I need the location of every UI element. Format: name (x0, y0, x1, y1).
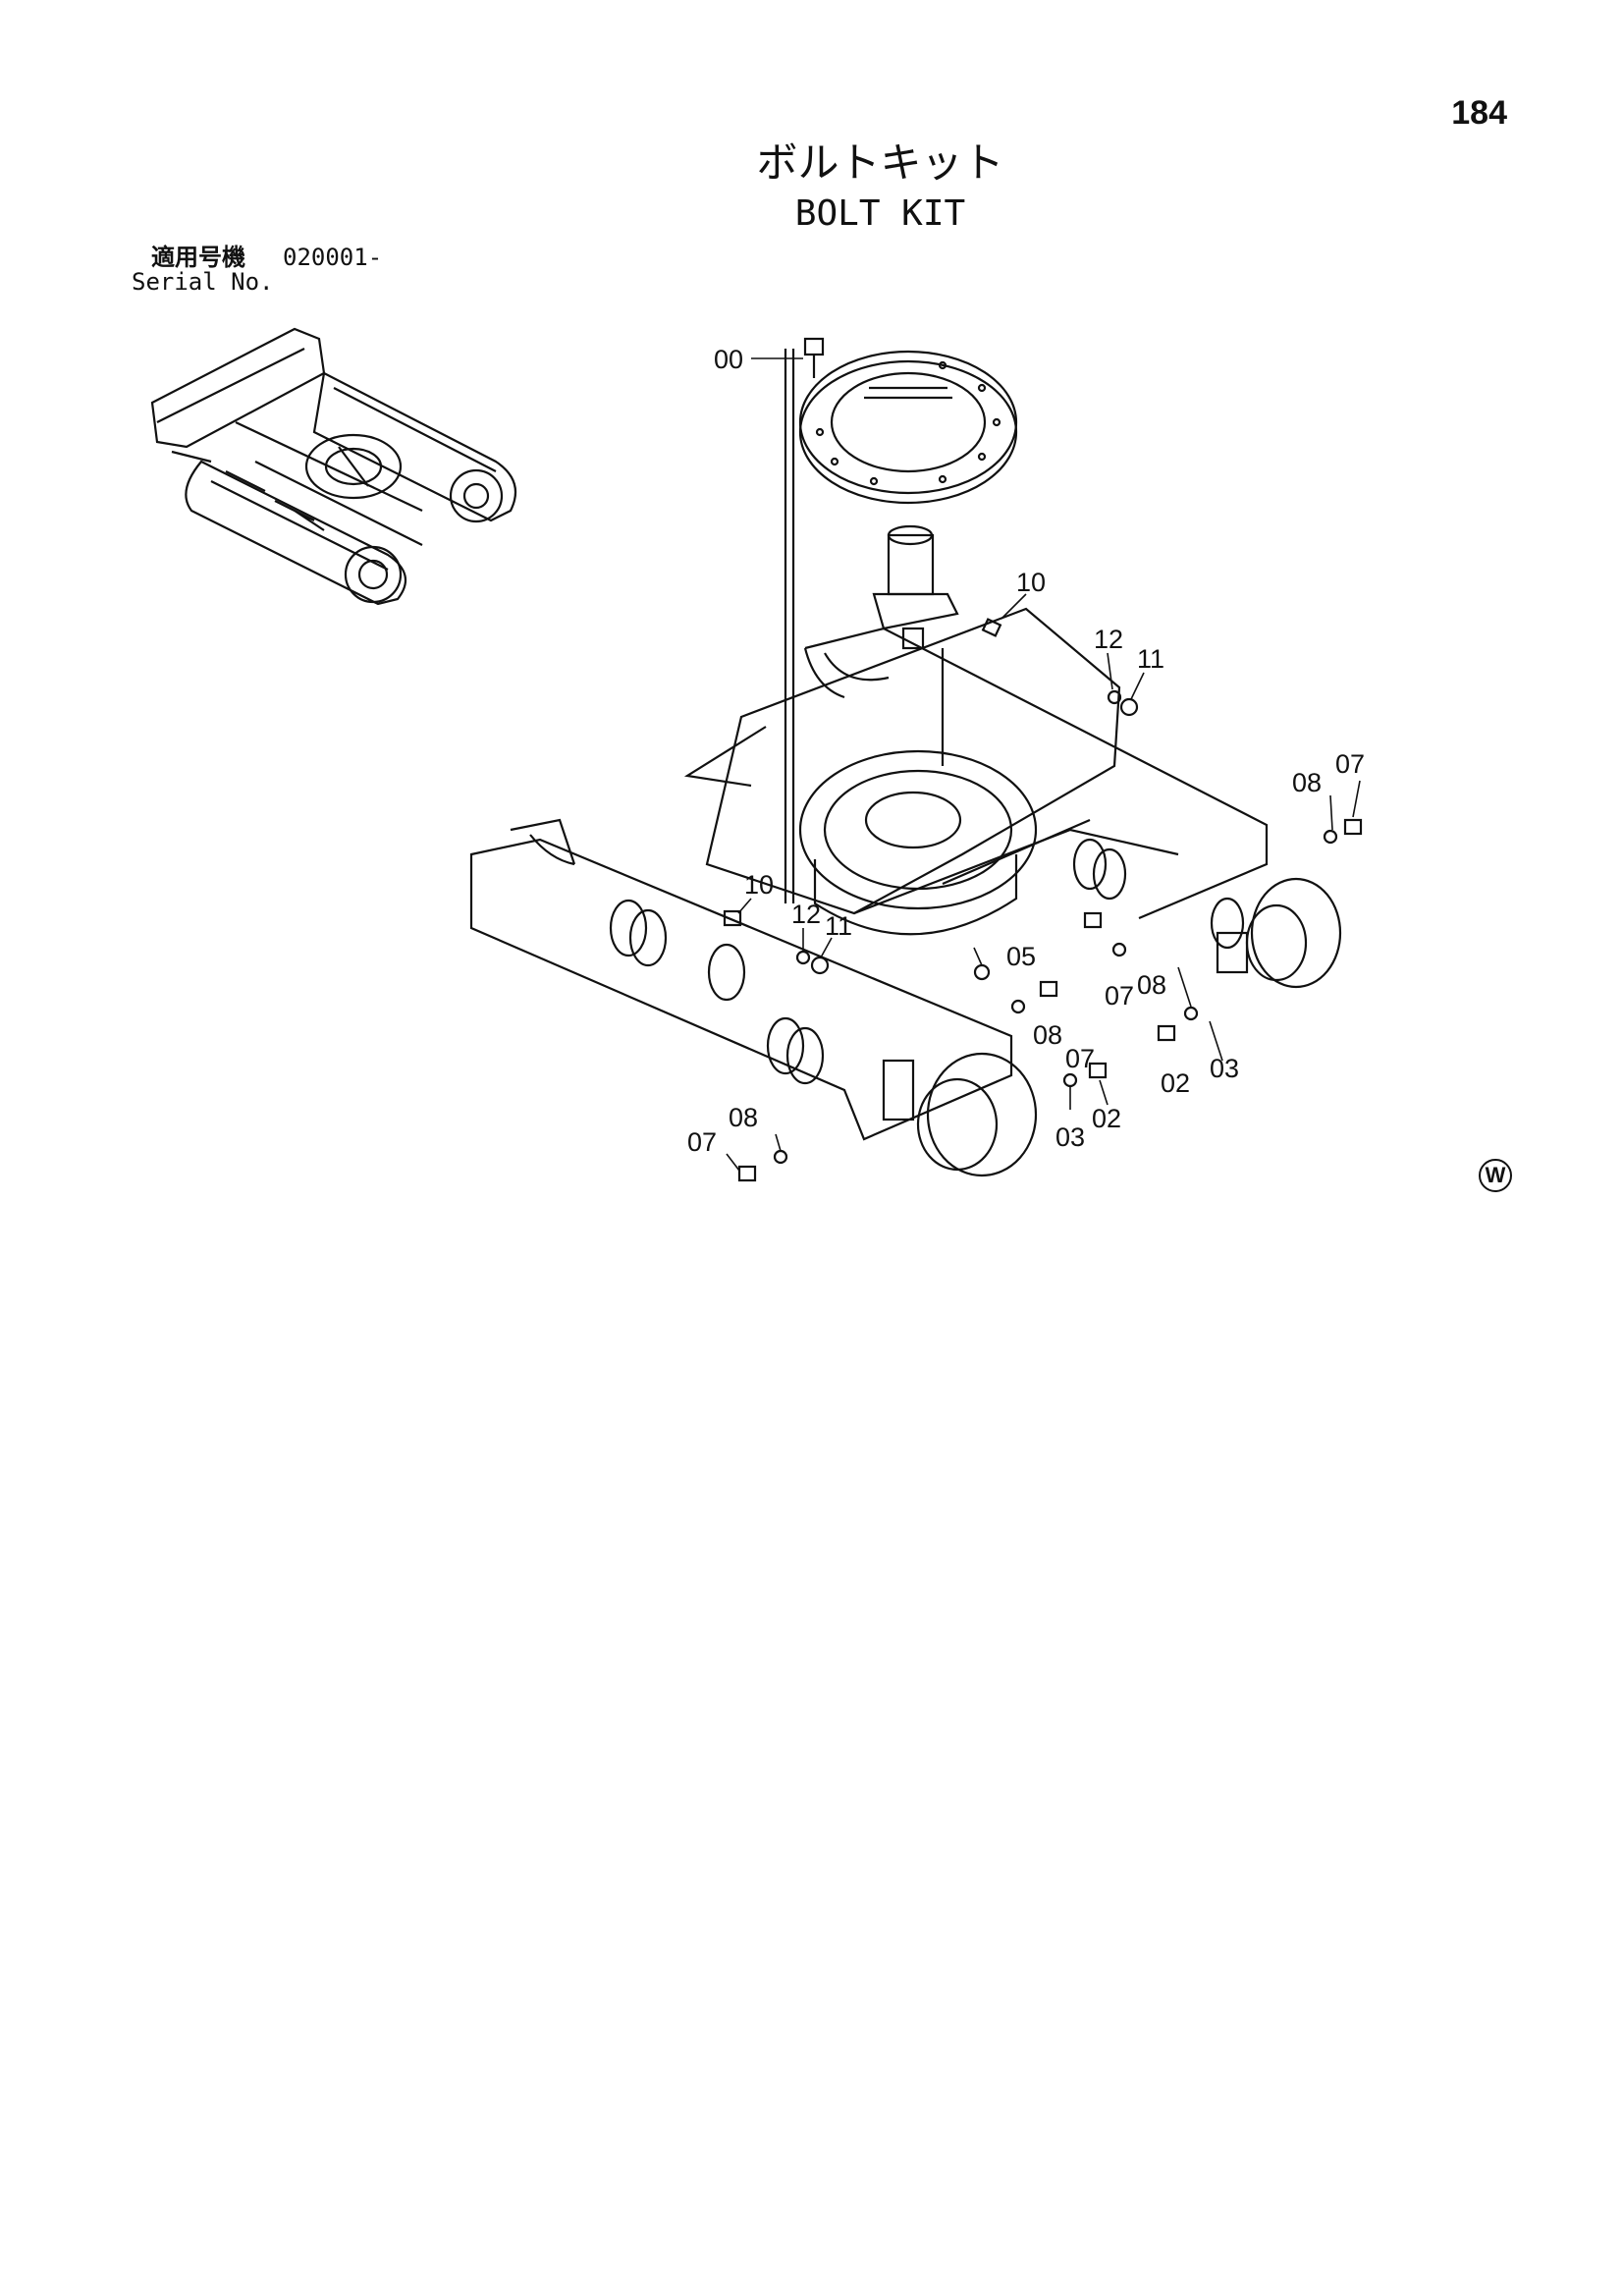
callout-12-upper: 12 (1094, 625, 1123, 654)
callout-07-mid: 07 (1105, 981, 1134, 1011)
callout-03-lower: 03 (1055, 1122, 1085, 1152)
callout-08-left: 08 (729, 1103, 758, 1132)
leader-lines (726, 357, 1361, 1172)
callout-labels: 00 10 12 11 08 07 10 12 11 05 07 08 08 0… (687, 345, 1365, 1157)
callout-02-lower: 02 (1092, 1104, 1121, 1133)
callout-08-center: 08 (1033, 1020, 1062, 1050)
title-japanese: ボルトキット (756, 138, 1004, 187)
callout-05: 05 (1006, 942, 1036, 971)
serial-label-japanese: 適用号機 (151, 244, 245, 271)
callout-08-right: 08 (1292, 768, 1322, 797)
machine-overview-thumbnail (150, 327, 517, 606)
title-english: BOLT KIT (794, 193, 966, 234)
callout-11-lower: 11 (825, 911, 852, 941)
rollers (609, 838, 1245, 1085)
sprockets (882, 877, 1342, 1177)
callout-10-upper: 10 (1016, 568, 1046, 597)
serial-range: 020001- (283, 244, 383, 271)
fasteners (723, 337, 1363, 1182)
callout-11-upper: 11 (1137, 644, 1164, 674)
callout-10-lower: 10 (744, 870, 774, 900)
callout-12-lower: 12 (791, 900, 821, 929)
track-frame (469, 349, 1269, 1141)
serial-label-english: Serial No. (132, 268, 274, 296)
callout-08-mid: 08 (1137, 970, 1166, 1000)
callout-03-right: 03 (1210, 1054, 1239, 1083)
callout-07-left: 07 (687, 1127, 717, 1157)
region-mark: W (1479, 1159, 1512, 1192)
page-number: 184 (1451, 94, 1507, 132)
callout-02-right: 02 (1161, 1068, 1190, 1098)
swing-bearing (798, 350, 1018, 505)
callout-07-center: 07 (1065, 1044, 1095, 1073)
callout-07-right: 07 (1335, 749, 1365, 779)
callout-00: 00 (714, 345, 743, 374)
center-joint (872, 524, 959, 650)
